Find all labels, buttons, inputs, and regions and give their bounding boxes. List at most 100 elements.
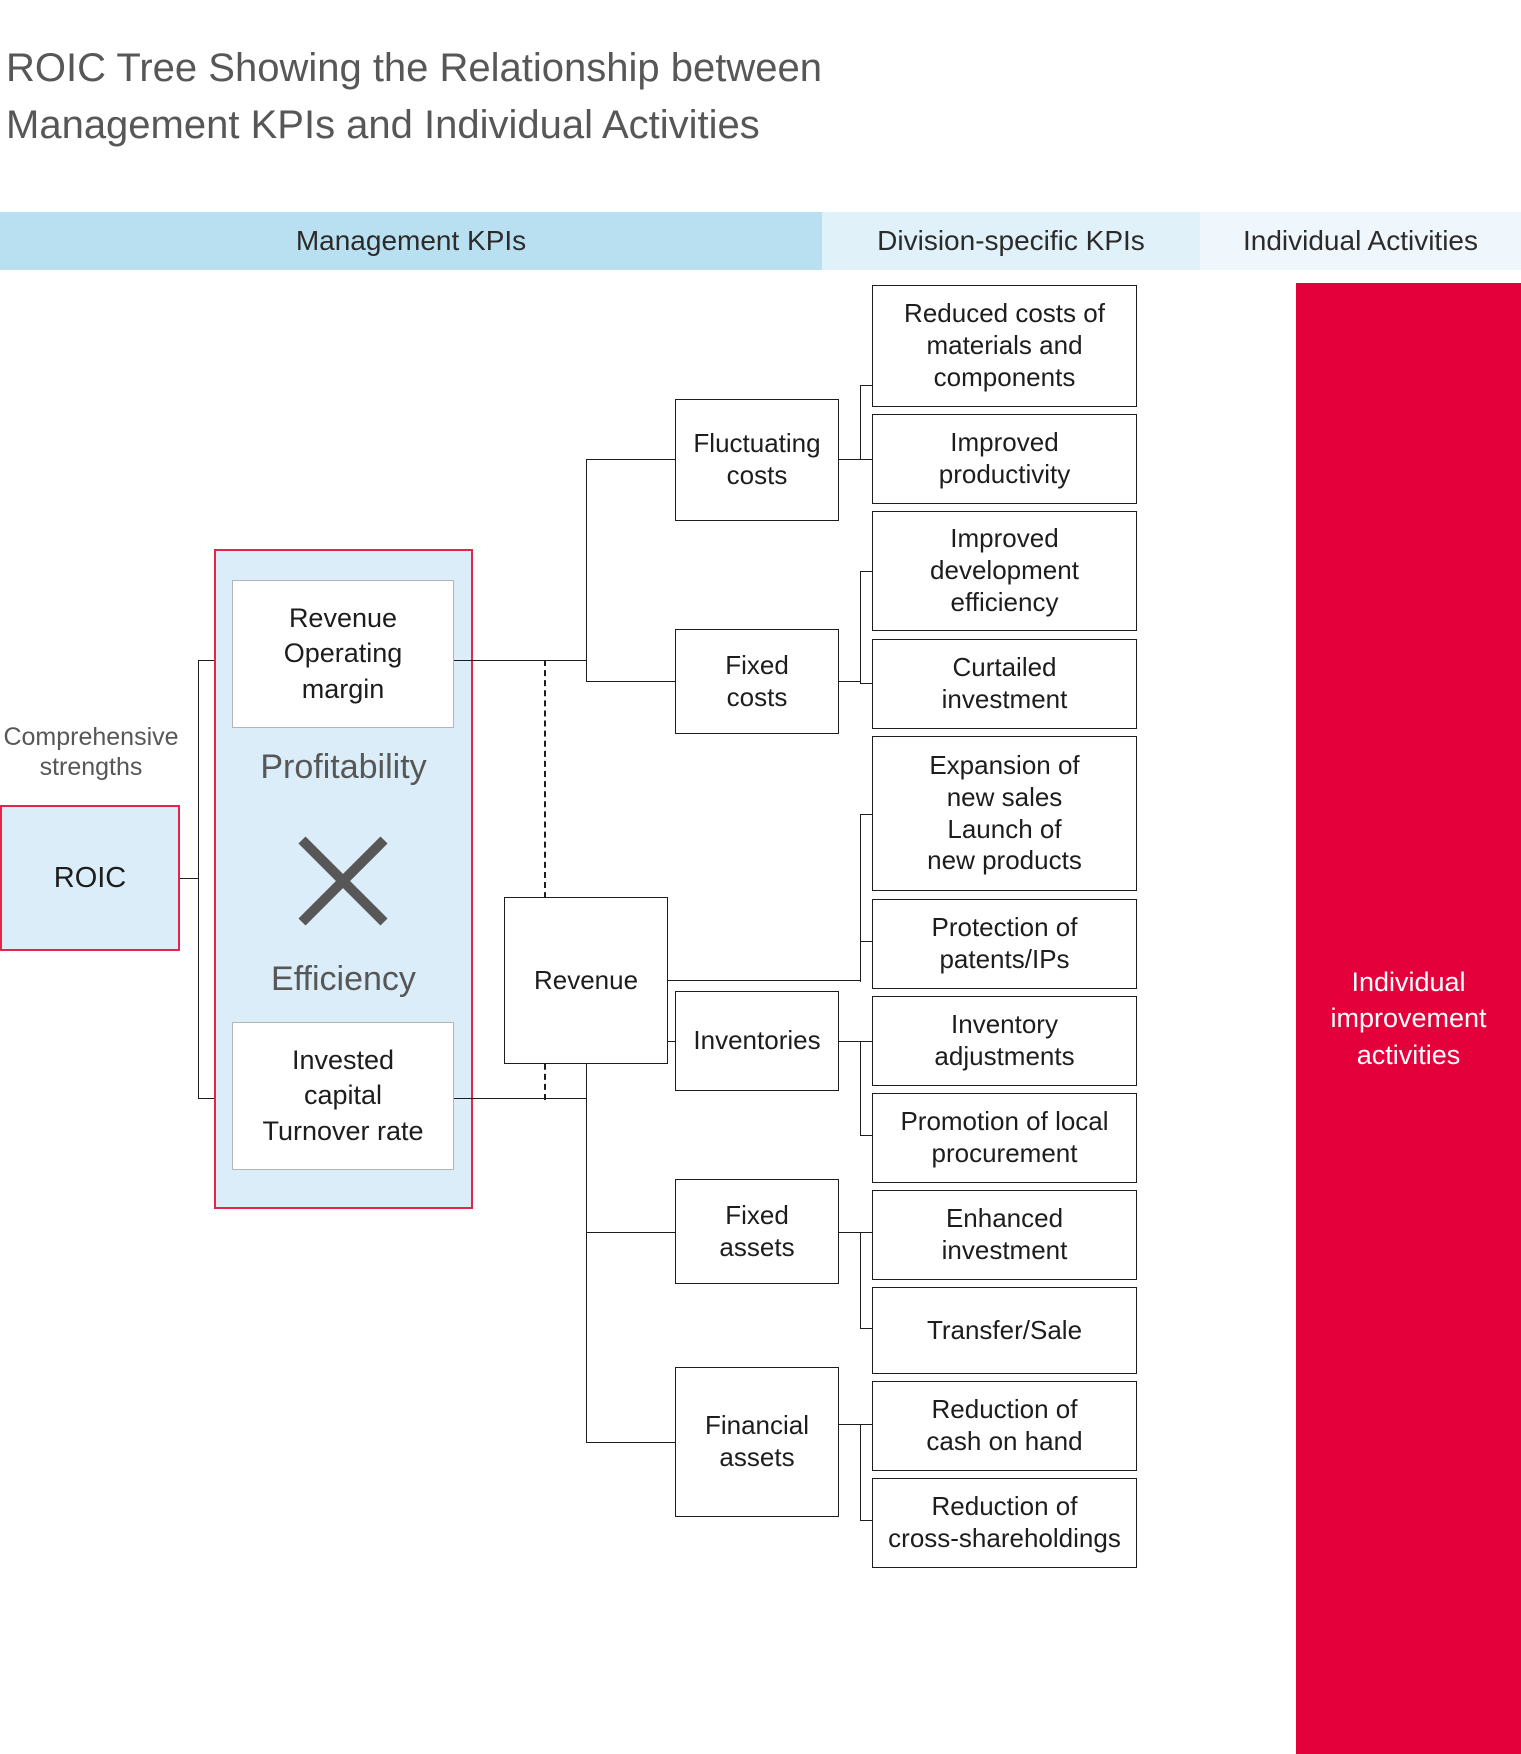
activity-2-line-3: efficiency bbox=[950, 586, 1059, 617]
connector-inventories-to-act7 bbox=[860, 1135, 873, 1136]
root-caption: Comprehensive strengths bbox=[0, 722, 186, 782]
division-kpi-revenue-label: Revenue bbox=[533, 964, 639, 995]
activity-9-line-1: Transfer/Sale bbox=[926, 1314, 1083, 1345]
activity-expansion-new-sales[interactable]: Expansion of new sales Launch of new pro… bbox=[872, 736, 1137, 891]
connector-to-fixed-assets bbox=[586, 1232, 675, 1233]
page-title-line-1: ROIC Tree Showing the Relationship betwe… bbox=[6, 46, 823, 90]
connector-fixedassets-out bbox=[839, 1232, 861, 1233]
activity-10-line-2: cash on hand bbox=[926, 1426, 1083, 1456]
activity-reduction-cross-shareholdings[interactable]: Reduction of cross-shareholdings bbox=[872, 1478, 1137, 1568]
division-kpi-revenue[interactable]: Revenue bbox=[504, 897, 668, 1064]
efficiency-metric-line-1: Invested bbox=[291, 1044, 395, 1075]
activity-8-line-1: Enhanced bbox=[945, 1203, 1064, 1234]
connector-efficiency-spine bbox=[586, 1041, 587, 1442]
division-kpi-fixed-assets[interactable]: Fixed assets bbox=[675, 1179, 839, 1284]
profitability-metric-line-2: Operating bbox=[283, 638, 403, 669]
multiply-icon bbox=[298, 836, 388, 926]
efficiency-metric-line-2: capital bbox=[303, 1080, 383, 1111]
activity-8-line-2: investment bbox=[941, 1235, 1068, 1265]
activity-4-line-1: Expansion of bbox=[929, 750, 1080, 781]
profitability-metric-line-1: Revenue bbox=[288, 602, 398, 633]
activity-promotion-local-procurement[interactable]: Promotion of local procurement bbox=[872, 1093, 1137, 1183]
activity-5-line-1: Protection of bbox=[931, 912, 1078, 943]
right-panel-line-3: activities bbox=[1356, 1039, 1461, 1070]
activity-2-line-1: Improved bbox=[950, 523, 1059, 554]
division-kpi-fixed-costs[interactable]: Fixed costs bbox=[675, 629, 839, 734]
activity-1-line-1: Improved bbox=[950, 427, 1059, 458]
roic-label: ROIC bbox=[53, 861, 127, 894]
activity-transfer-sale[interactable]: Transfer/Sale bbox=[872, 1287, 1137, 1374]
efficiency-metric-text: Invested capital Turnover rate bbox=[262, 1043, 423, 1150]
division-kpi-fluctuating-costs[interactable]: Fluctuating costs bbox=[675, 399, 839, 521]
connector-fixedcost-to-act2 bbox=[860, 571, 873, 572]
right-panel-line-2: improvement bbox=[1330, 1003, 1487, 1034]
header-band-division-kpis: Division-specific KPIs bbox=[822, 212, 1200, 270]
activity-5-line-2: patents/IPs bbox=[939, 944, 1070, 974]
connector-inventories-out bbox=[839, 1041, 861, 1042]
activity-0-line-1: Reduced costs of bbox=[904, 298, 1105, 329]
activity-4-line-2: new sales bbox=[946, 781, 1063, 812]
activity-6-line-2: adjustments bbox=[934, 1041, 1075, 1071]
page-title: ROIC Tree Showing the Relationship betwe… bbox=[6, 40, 1306, 154]
division-kpi-fixed-assets-line-2: assets bbox=[719, 1231, 795, 1262]
connector-fixedcost-to-act3 bbox=[860, 683, 873, 684]
profitability-metric-line-3: margin bbox=[301, 673, 385, 704]
division-kpi-inventories-label: Inventories bbox=[693, 1025, 821, 1056]
activity-curtailed-investment[interactable]: Curtailed investment bbox=[872, 639, 1137, 729]
kpi-panel-divider bbox=[544, 660, 546, 1100]
activity-4-line-3: Launch of bbox=[947, 813, 1062, 844]
connector-fixedassets-to-act8 bbox=[860, 1232, 873, 1233]
connector-finassets-spine bbox=[860, 1424, 861, 1520]
page-title-line-2: Management KPIs and Individual Activitie… bbox=[6, 102, 760, 147]
activity-0-line-2: materials and bbox=[926, 330, 1083, 361]
division-kpi-fixed-costs-line-1: Fixed bbox=[725, 649, 789, 680]
activity-0-line-3: components bbox=[933, 361, 1076, 392]
roic-box[interactable]: ROIC bbox=[0, 805, 180, 951]
connector-inventories-spine bbox=[860, 1041, 861, 1135]
connector-revenue-to-act4 bbox=[860, 814, 873, 815]
activity-reduction-cash-on-hand[interactable]: Reduction of cash on hand bbox=[872, 1381, 1137, 1471]
connector-fluct-to-act0 bbox=[860, 385, 873, 386]
connector-revenue-spine bbox=[860, 814, 861, 982]
activity-improved-development-efficiency[interactable]: Improved development efficiency bbox=[872, 511, 1137, 631]
connector-to-fixed-costs bbox=[586, 681, 675, 682]
connector-fixedassets-spine bbox=[860, 1232, 861, 1328]
division-kpi-financial-assets[interactable]: Financial assets bbox=[675, 1367, 839, 1517]
connector-fluct-to-act1 bbox=[860, 459, 873, 460]
division-kpi-fluctuating-costs-line-1: Fluctuating bbox=[693, 428, 821, 459]
efficiency-label: Efficiency bbox=[271, 960, 416, 998]
connector-finassets-out bbox=[839, 1424, 861, 1425]
connector-profitability-out bbox=[454, 660, 587, 661]
activity-reduced-material-costs[interactable]: Reduced costs of materials and component… bbox=[872, 285, 1137, 407]
root-caption-line-1: Comprehensive bbox=[3, 723, 179, 751]
activity-6-line-1: Inventory bbox=[951, 1009, 1058, 1040]
activity-2-line-2: development bbox=[930, 555, 1079, 586]
connector-finassets-to-act10 bbox=[860, 1424, 873, 1425]
activity-protection-patents[interactable]: Protection of patents/IPs bbox=[872, 899, 1137, 989]
activity-7-line-2: procurement bbox=[931, 1138, 1078, 1168]
connector-efficiency-out bbox=[454, 1098, 587, 1099]
activity-3-line-1: Curtailed bbox=[952, 652, 1057, 683]
connector-finassets-to-act11 bbox=[860, 1520, 873, 1521]
profitability-label: Profitability bbox=[260, 748, 427, 786]
activity-3-line-2: investment bbox=[941, 684, 1068, 714]
division-kpi-inventories[interactable]: Inventories bbox=[675, 991, 839, 1091]
connector-fluct-out bbox=[839, 459, 861, 460]
profitability-metric-box[interactable]: Revenue Operating margin bbox=[232, 580, 454, 728]
connector-fixedcost-spine bbox=[860, 571, 861, 683]
efficiency-metric-line-3: Turnover rate bbox=[262, 1115, 424, 1146]
activity-10-line-1: Reduction of bbox=[931, 1394, 1078, 1425]
root-caption-line-2: strengths bbox=[39, 753, 143, 781]
activity-enhanced-investment[interactable]: Enhanced investment bbox=[872, 1190, 1137, 1280]
connector-fixedassets-to-act9 bbox=[860, 1328, 873, 1329]
efficiency-metric-box[interactable]: Invested capital Turnover rate bbox=[232, 1022, 454, 1170]
individual-improvement-activities-panel: Individual improvement activities bbox=[1296, 283, 1521, 1754]
activity-inventory-adjustments[interactable]: Inventory adjustments bbox=[872, 996, 1137, 1086]
connector-roic-out bbox=[180, 878, 199, 879]
connector-to-fluctuating-costs bbox=[586, 459, 675, 460]
activity-improved-productivity[interactable]: Improved productivity bbox=[872, 414, 1137, 504]
connector-fluct-spine bbox=[860, 385, 861, 460]
activity-11-line-2: cross-shareholdings bbox=[888, 1523, 1121, 1553]
connector-to-financial-assets bbox=[586, 1442, 675, 1443]
activity-1-line-2: productivity bbox=[938, 459, 1071, 489]
